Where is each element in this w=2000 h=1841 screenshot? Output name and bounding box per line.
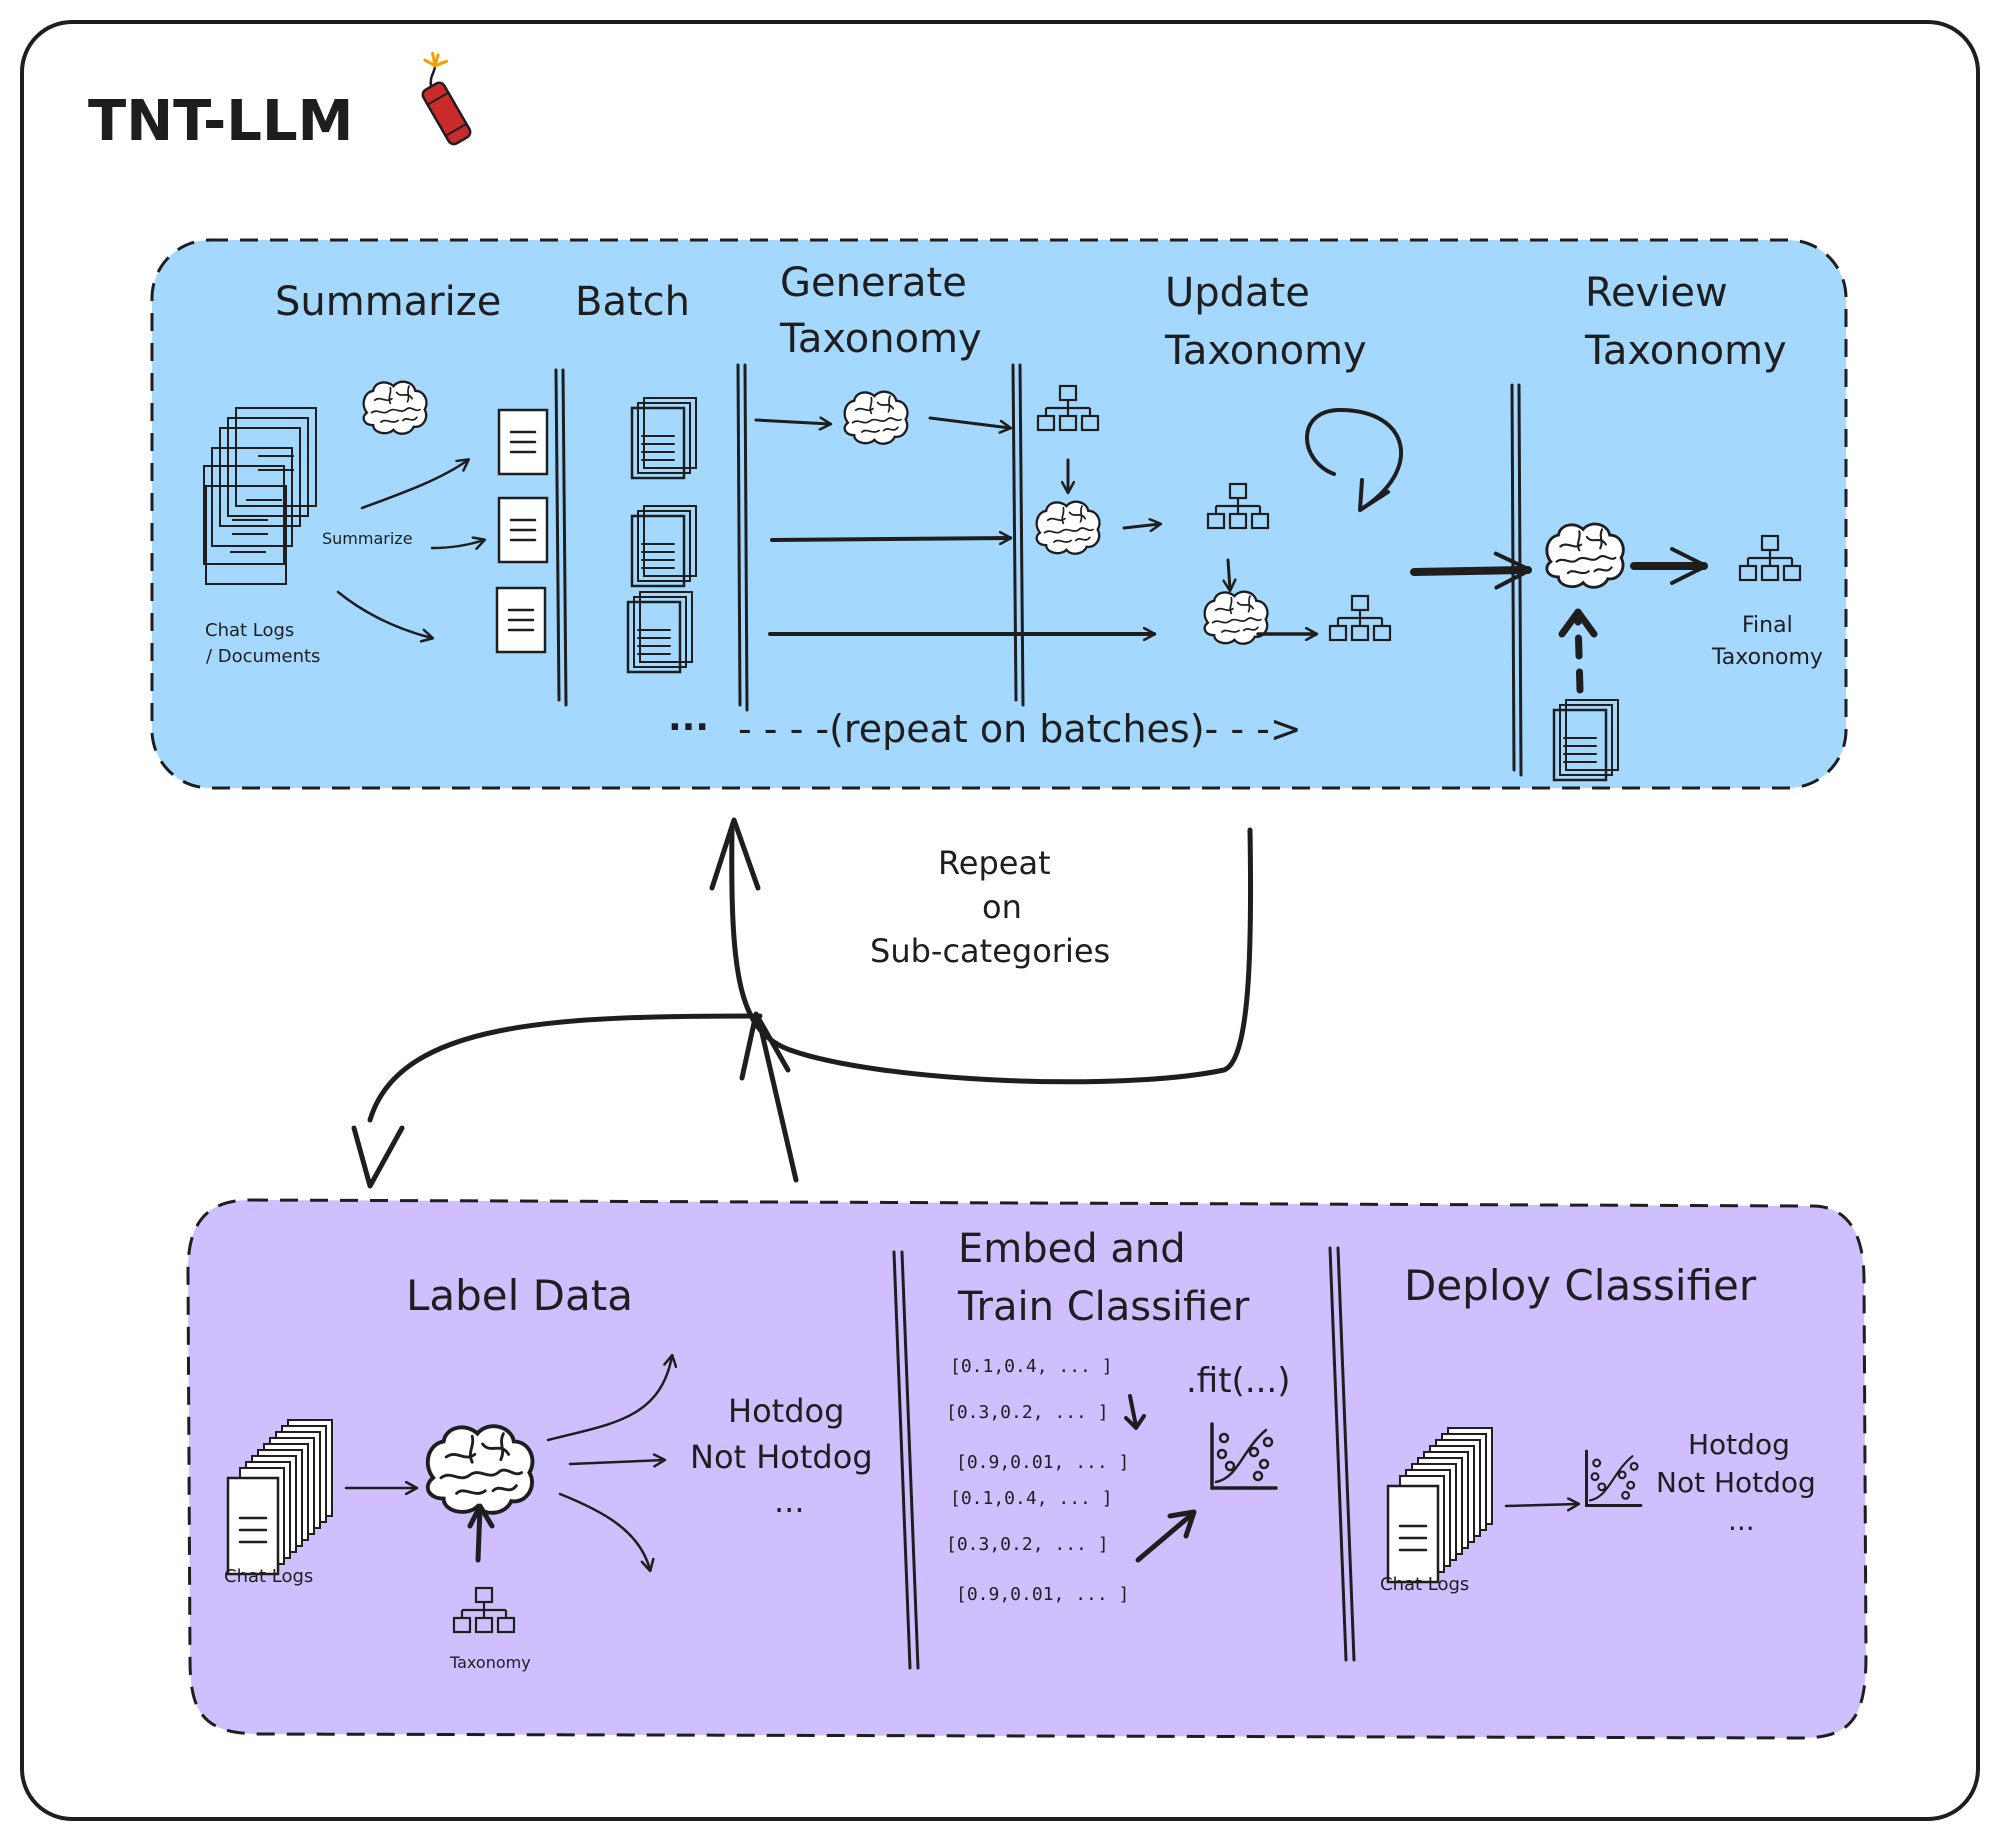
subcategories-label: Sub-categories: [870, 932, 1110, 970]
arrow-to-label: [367, 1013, 763, 1123]
ellipsis: ...: [668, 698, 709, 739]
arrowhead-up: [739, 1011, 791, 1081]
repeat-label: Repeat: [938, 844, 1051, 882]
document-icon: [497, 496, 549, 564]
stage-update-title-2: Taxonomy: [1164, 328, 1367, 374]
dashed-arrowhead: [1558, 608, 1598, 638]
hotdog-label: Hotdog: [728, 1392, 844, 1430]
document-icon: [497, 408, 549, 476]
dynamite-icon: [421, 51, 472, 146]
stage-batch-title: Batch: [575, 279, 690, 325]
stage-update-title: Update: [1165, 270, 1310, 316]
page-title: TNT-LLM: [88, 89, 353, 154]
arrowhead: [1124, 1414, 1146, 1430]
chat-logs-label: Chat Logs: [205, 620, 294, 641]
label-data-title: Label Data: [406, 1271, 633, 1320]
arrowhead: [467, 1503, 495, 1529]
vector-6: [0.9,0.01, ... ]: [956, 1584, 1129, 1605]
vector-2: [0.3,0.2, ... ]: [946, 1402, 1109, 1423]
loop-arrow-icon: [1305, 408, 1403, 512]
dashed-arrow: [1574, 616, 1584, 694]
embed-title: Embed and: [958, 1226, 1186, 1272]
not-hotdog-label: Not Hotdog: [1656, 1466, 1816, 1499]
deploy-classifier-title: Deploy Classifier: [1404, 1261, 1757, 1310]
classification-panel: [186, 1198, 1868, 1740]
fit-label: .fit(...): [1186, 1361, 1291, 1401]
ellipsis: ...: [1728, 1504, 1755, 1537]
stage-review-title: Review: [1585, 270, 1728, 316]
stage-summarize-title: Summarize: [275, 279, 501, 325]
hotdog-label: Hotdog: [1688, 1428, 1790, 1461]
stage-generate-title-2: Taxonomy: [779, 316, 982, 362]
final-label: Final: [1742, 613, 1793, 638]
vector-3: [0.9,0.01, ... ]: [956, 1452, 1129, 1473]
vector-5: [0.3,0.2, ... ]: [946, 1534, 1109, 1555]
ellipsis: ...: [774, 1482, 805, 1520]
on-label: on: [982, 888, 1022, 926]
arrowhead: [1167, 1509, 1197, 1539]
loop-arrowhead-up: [709, 817, 761, 891]
documents-label: / Documents: [206, 646, 320, 667]
arrow: [1135, 1513, 1193, 1563]
arrow: [546, 1356, 672, 1442]
arrow: [360, 460, 468, 510]
not-hotdog-label: Not Hotdog: [690, 1438, 873, 1476]
arrow: [336, 590, 432, 638]
arrow: [1128, 1394, 1138, 1428]
arrowhead-down: [351, 1125, 405, 1189]
stage-generate-title: Generate: [780, 260, 967, 306]
stage-review-title-2: Taxonomy: [1584, 328, 1787, 374]
arrow: [430, 540, 484, 548]
chat-logs-label: Chat Logs: [224, 1566, 313, 1587]
repeat-on-batches-label: - - - -(repeat on batches)- - ->: [738, 707, 1302, 751]
arrow-from-classifier: [755, 1013, 799, 1183]
train-classifier-title: Train Classifier: [957, 1284, 1250, 1330]
summarize-arrow-label: Summarize: [322, 529, 413, 548]
arrow: [754, 420, 830, 424]
section-dividers: [892, 1246, 1356, 1670]
taxonomy-generation-panel: [150, 238, 1848, 790]
arrow: [1410, 551, 1532, 590]
arrow: [568, 1460, 664, 1464]
arrow: [928, 416, 1010, 428]
loop-arrowhead: [1358, 478, 1390, 512]
arrow: [1504, 1504, 1578, 1506]
loop-path: [729, 827, 1254, 1085]
vector-1: [0.1,0.4, ... ]: [950, 1356, 1113, 1377]
arrow: [1228, 558, 1230, 590]
document-icon: [495, 586, 547, 654]
arrow: [770, 538, 1010, 540]
chat-logs-stack-icon: [203, 407, 317, 585]
final-taxonomy-label: Taxonomy: [1711, 645, 1823, 670]
vector-4: [0.1,0.4, ... ]: [950, 1488, 1113, 1509]
arrow: [1122, 524, 1160, 528]
arrow: [558, 1492, 650, 1570]
chat-logs-label: Chat Logs: [1380, 1574, 1469, 1595]
arrow: [475, 1505, 483, 1563]
taxonomy-label: Taxonomy: [449, 1653, 531, 1672]
stage-dividers: [554, 363, 1523, 777]
